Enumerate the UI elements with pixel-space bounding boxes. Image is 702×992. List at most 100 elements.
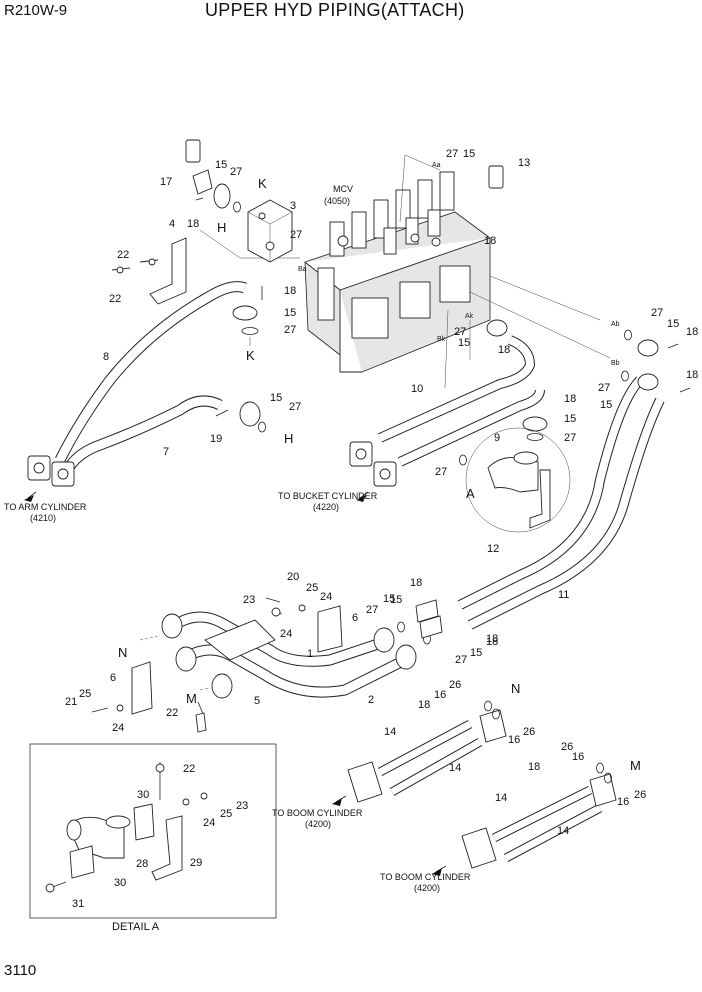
- callout: 18: [486, 636, 498, 648]
- hoses-11-12: [457, 376, 665, 630]
- flange-15-h: [239, 401, 261, 427]
- callout: 15: [667, 318, 679, 330]
- port-aa: Aa: [432, 162, 441, 169]
- callout: 27: [284, 324, 296, 336]
- arm-note-2: (4210): [30, 513, 56, 523]
- view-n-right: N: [511, 681, 520, 696]
- callout: 15: [463, 148, 475, 160]
- top-loop-pipe: [185, 69, 504, 189]
- callout: 27: [446, 148, 458, 160]
- callout: 27: [598, 382, 610, 394]
- callout: 6: [110, 672, 116, 684]
- callout: 22: [109, 293, 121, 305]
- boom-hoses-14-upper: [347, 709, 507, 803]
- main-control-valve: [304, 171, 491, 373]
- callout: 28: [136, 858, 148, 870]
- callout: 15: [600, 399, 612, 411]
- callout: 10: [411, 383, 423, 395]
- callout: 16: [572, 751, 584, 763]
- view-h-bottom: H: [284, 431, 293, 446]
- boom1-note-2: (4200): [305, 819, 331, 829]
- callout: 1: [307, 648, 313, 660]
- callout: 18: [528, 761, 540, 773]
- callout: 21: [65, 696, 77, 708]
- callout: 18: [564, 393, 576, 405]
- port-bb: Bb: [611, 360, 620, 367]
- callout: 15: [470, 647, 482, 659]
- flange-15-bk: [486, 319, 508, 337]
- callout: 26: [634, 789, 646, 801]
- callout: 14: [384, 726, 396, 738]
- callout: 15: [390, 594, 402, 606]
- callout: 18: [486, 633, 498, 645]
- callout: 15: [564, 413, 576, 425]
- callout: 30: [137, 789, 149, 801]
- view-k-top: K: [258, 176, 267, 191]
- callout: 3: [290, 200, 296, 212]
- callout: 14: [557, 825, 569, 837]
- flange-15-top: [213, 183, 231, 209]
- hoses-7-8: [27, 281, 247, 487]
- port-ab: Ab: [611, 321, 620, 328]
- callout: 9: [494, 432, 500, 444]
- callout: 15: [270, 392, 282, 404]
- callout: 18: [498, 344, 510, 356]
- callout: 22: [183, 763, 195, 775]
- callout: 26: [449, 679, 461, 691]
- detail-a-frame: [29, 743, 277, 919]
- callout: 17: [160, 176, 172, 188]
- callout: 25: [306, 582, 318, 594]
- callout: 22: [117, 249, 129, 261]
- clamp-6-bottom: [131, 661, 153, 715]
- callout: 27: [564, 432, 576, 444]
- bracket-4: [149, 237, 187, 305]
- mcv-note-2: (4050): [324, 196, 350, 206]
- arrow-bucket: [359, 491, 369, 499]
- callout: 7: [163, 446, 169, 458]
- view-m-right: M: [630, 758, 641, 773]
- flange-15-bb: [637, 373, 659, 391]
- callout: 24: [203, 817, 215, 829]
- callout: 27: [366, 604, 378, 616]
- callout: 13: [518, 157, 530, 169]
- callout: 6: [352, 612, 358, 624]
- boom2-note-2: (4200): [414, 883, 440, 893]
- callout: 24: [112, 722, 124, 734]
- callout: 25: [220, 808, 232, 820]
- clamp-6-top: [317, 605, 343, 653]
- callout: 4: [169, 218, 175, 230]
- callout: 18: [686, 369, 698, 381]
- flange-15-k: [232, 305, 258, 321]
- callout: 27: [651, 307, 663, 319]
- callout: 31: [72, 898, 84, 910]
- callout-numbers: 13 27 15 17 15 27 18 3 4 22 22 27 18 18 …: [65, 148, 698, 910]
- elbow-17: [192, 169, 213, 195]
- arrow-arm: [27, 491, 37, 499]
- callout: 15: [215, 159, 227, 171]
- oring-27-top: [233, 201, 241, 213]
- view-h-top: H: [217, 220, 226, 235]
- callout: 23: [236, 800, 248, 812]
- page-title: UPPER HYD PIPING(ATTACH): [205, 0, 465, 20]
- hoses-9-10: [349, 335, 545, 487]
- arm-note-1: TO ARM CYLINDER: [4, 502, 87, 512]
- callout: 16: [508, 734, 520, 746]
- view-a-upper: A: [466, 486, 475, 501]
- callout: 23: [243, 594, 255, 606]
- detail-a-assembly: [45, 762, 208, 893]
- callout: 27: [435, 466, 447, 478]
- callout: 5: [254, 695, 260, 707]
- view-k-bottom: K: [246, 348, 255, 363]
- oring-27-k: [241, 327, 259, 335]
- callout: 25: [79, 688, 91, 700]
- page-number: 3110: [4, 962, 37, 979]
- callout: 18: [187, 218, 199, 230]
- oring-27-h: [258, 421, 266, 433]
- callout: 18: [686, 326, 698, 338]
- callout: 24: [280, 628, 292, 640]
- callout: 11: [558, 589, 569, 601]
- bucket-note-2: (4220): [313, 502, 339, 512]
- callout: 15: [284, 307, 296, 319]
- callout: 14: [449, 762, 461, 774]
